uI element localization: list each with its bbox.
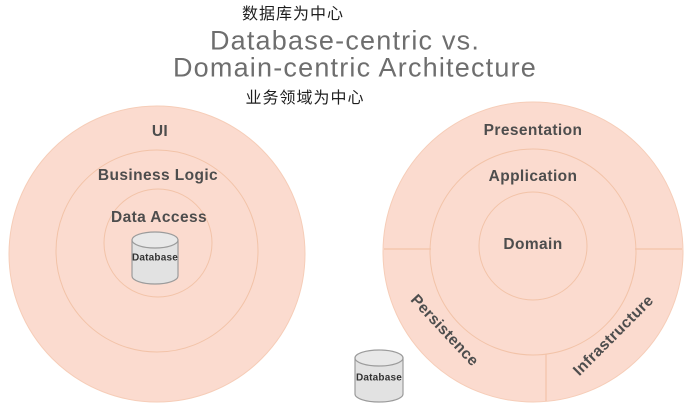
ring-label-data-access: Data Access [110, 209, 208, 226]
annotation-database-centric-zh: 数据库为中心 [241, 6, 345, 23]
annotation-domain-centric-zh: 业务领域为中心 [245, 90, 365, 107]
cylinder-body [354, 357, 404, 403]
ring-label-ui: UI [151, 123, 169, 140]
database-cylinder-right [354, 349, 404, 403]
right-circles-group [382, 101, 684, 403]
cylinder-top [354, 349, 404, 367]
database-cylinder-left [131, 231, 179, 285]
cylinder-body [131, 239, 179, 285]
main-title-line1: Database-centric vs. [209, 25, 481, 56]
ring-label-application: Application [488, 168, 578, 185]
ring-label-domain: Domain [503, 236, 563, 253]
ring-label-presentation: Presentation [483, 122, 583, 139]
database-label-right: Database [355, 372, 403, 384]
cylinder-top [131, 231, 179, 249]
main-title-line2: Domain-centric Architecture [172, 52, 538, 83]
ring-label-business-logic: Business Logic [97, 167, 219, 184]
right-inner-circle [478, 191, 588, 301]
database-label-left: Database [131, 252, 179, 264]
